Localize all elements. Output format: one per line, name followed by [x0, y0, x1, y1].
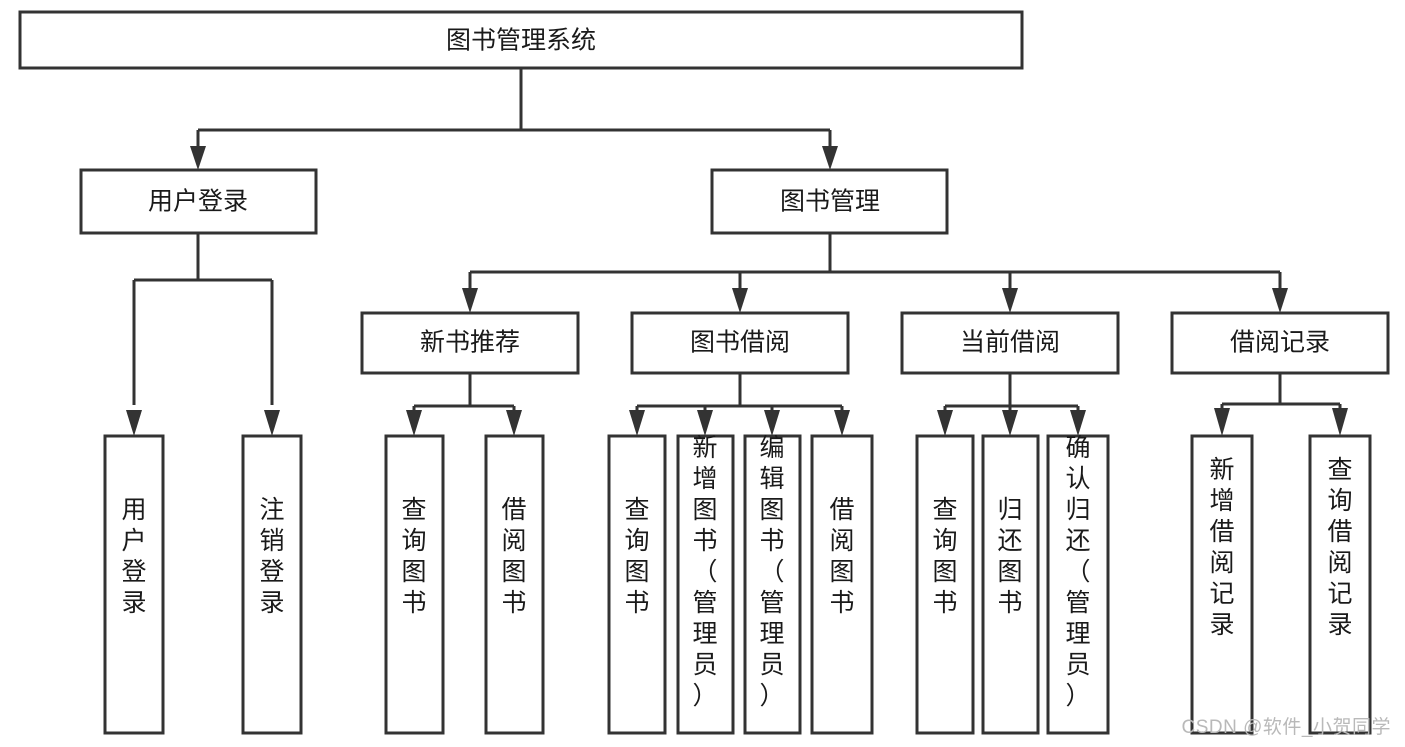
node-leaf-user-login-box[interactable] [103, 434, 165, 735]
arrow-to-query-book-1 [406, 410, 422, 436]
node-leaf-query-book-1-box[interactable] [384, 434, 445, 735]
arrow-to-borrow [732, 288, 748, 313]
node-leaf-borrow-book-2-label: 借阅图书 [829, 496, 854, 617]
node-record-box[interactable] [1170, 311, 1390, 375]
node-leaf-add-book[interactable]: 新增图书（管理员） [676, 434, 735, 735]
node-borrow-box[interactable] [630, 311, 850, 375]
node-login-label: 用户登录 [148, 188, 248, 216]
node-bookmgmt-label: 图书管理 [780, 188, 880, 216]
arrow-to-current [1002, 288, 1018, 313]
connector-current-to-bus [943, 373, 1080, 412]
node-record[interactable]: 借阅记录 [1170, 311, 1390, 375]
arrow-to-borrow-book-1 [506, 410, 522, 436]
arrow-to-edit-book [764, 410, 780, 436]
arrow-to-newbook [462, 288, 478, 313]
node-leaf-add-record-box[interactable] [1190, 434, 1254, 735]
node-leaf-return-book-box[interactable] [981, 434, 1040, 735]
node-leaf-edit-book-label: 编辑图书（管理员） [759, 434, 784, 710]
node-current-box[interactable] [900, 311, 1120, 375]
connector-borrow-to-bus [635, 373, 844, 412]
node-leaf-query-record-label: 查询借阅记录 [1327, 456, 1352, 639]
arrow-to-user-logout [264, 410, 280, 436]
node-leaf-query-book-2-label: 查询图书 [624, 496, 649, 617]
node-leaf-user-login[interactable]: 用户登录 [103, 434, 165, 735]
node-root[interactable]: 图书管理系统 [18, 10, 1024, 70]
node-leaf-confirm-return-label: 确认归还（管理员） [1065, 434, 1090, 710]
node-newbook-box[interactable] [360, 311, 580, 375]
arrow-to-user-login [126, 410, 142, 436]
node-leaf-query-book-3-label: 查询图书 [932, 496, 957, 617]
node-bookmgmt-box[interactable] [710, 168, 949, 235]
node-leaf-edit-book[interactable]: 编辑图书（管理员） [743, 434, 802, 735]
connector-bookmgmt-to-bus [468, 233, 1282, 295]
node-root-box[interactable] [18, 10, 1024, 70]
node-leaf-borrow-book-2-box[interactable] [810, 434, 874, 735]
connector-root-to-bus [196, 68, 832, 157]
node-leaf-edit-book-box[interactable] [743, 434, 802, 735]
connector-newbook-to-bus [412, 373, 516, 412]
node-leaf-confirm-return[interactable]: 确认归还（管理员） [1046, 434, 1110, 735]
arrow-to-record [1272, 288, 1288, 313]
node-bookmgmt[interactable]: 图书管理 [710, 168, 949, 235]
node-leaf-return-book-label: 归还图书 [997, 496, 1022, 617]
node-leaf-user-logout-box[interactable] [241, 434, 303, 735]
arrow-to-bookmgmt [822, 146, 838, 170]
arrow-to-return-book [1002, 410, 1018, 436]
node-current[interactable]: 当前借阅 [900, 311, 1120, 375]
node-leaf-add-record-label: 新增借阅记录 [1209, 456, 1234, 639]
arrow-to-confirm-return [1070, 410, 1086, 436]
node-leaf-query-record[interactable]: 查询借阅记录 [1308, 434, 1372, 735]
node-leaf-user-logout[interactable]: 注销登录 [241, 434, 303, 735]
node-newbook[interactable]: 新书推荐 [360, 311, 580, 375]
arrow-to-add-book [697, 410, 713, 436]
arrow-to-borrow-book-2 [834, 410, 850, 436]
node-leaf-query-book-2-box[interactable] [607, 434, 667, 735]
connector-login-to-bus [132, 233, 274, 405]
node-leaf-return-book[interactable]: 归还图书 [981, 434, 1040, 735]
node-leaf-user-logout-label: 注销登录 [259, 496, 284, 617]
node-leaf-confirm-return-box[interactable] [1046, 434, 1110, 735]
node-leaf-user-login-label: 用户登录 [121, 496, 146, 617]
arrow-to-add-record [1214, 408, 1230, 436]
connector-record-to-bus [1220, 373, 1342, 412]
connector-layer [126, 68, 1348, 436]
node-leaf-borrow-book-1-label: 借阅图书 [501, 496, 526, 617]
node-login[interactable]: 用户登录 [79, 168, 318, 235]
node-leaf-borrow-book-1-box[interactable] [484, 434, 545, 735]
node-leaf-query-book-1-label: 查询图书 [401, 496, 426, 617]
node-leaf-borrow-book-2[interactable]: 借阅图书 [810, 434, 874, 735]
node-root-label: 图书管理系统 [446, 27, 596, 55]
node-borrow[interactable]: 图书借阅 [630, 311, 850, 375]
node-leaf-add-book-box[interactable] [676, 434, 735, 735]
node-leaf-query-book-3[interactable]: 查询图书 [915, 434, 975, 735]
node-record-label: 借阅记录 [1230, 329, 1330, 357]
node-leaf-query-record-box[interactable] [1308, 434, 1372, 735]
node-leaf-add-book-label: 新增图书（管理员） [692, 434, 717, 710]
arrow-to-query-book-3 [937, 410, 953, 436]
node-newbook-label: 新书推荐 [420, 329, 520, 357]
node-borrow-label: 图书借阅 [690, 329, 790, 357]
node-leaf-add-record[interactable]: 新增借阅记录 [1190, 434, 1254, 735]
node-leaf-query-book-1[interactable]: 查询图书 [384, 434, 445, 735]
node-current-label: 当前借阅 [960, 329, 1060, 357]
arrow-to-login [190, 146, 206, 170]
arrow-to-query-book-2 [629, 410, 645, 436]
node-login-box[interactable] [79, 168, 318, 235]
node-leaf-borrow-book-1[interactable]: 借阅图书 [484, 434, 545, 735]
node-leaf-query-book-2[interactable]: 查询图书 [607, 434, 667, 735]
arrow-to-query-record [1332, 408, 1348, 436]
node-leaf-query-book-3-box[interactable] [915, 434, 975, 735]
